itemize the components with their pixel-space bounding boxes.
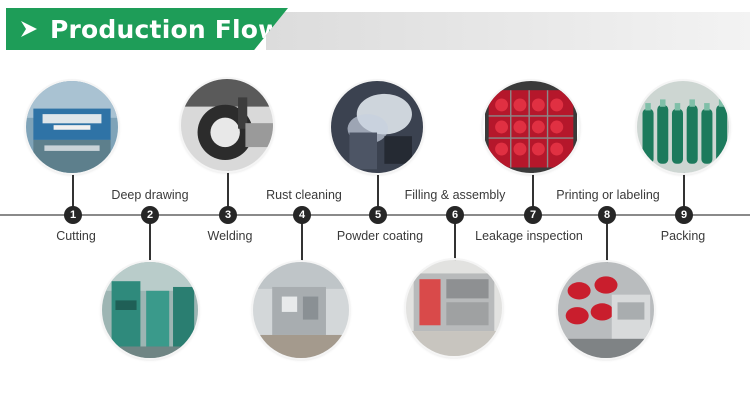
step-label-6: Filling & assembly [404,188,506,202]
page-title: Production Flow [50,14,282,44]
photo-filling-assembly [483,81,579,173]
photo-welding [181,79,273,171]
step-marker-4: 4 [293,206,311,224]
step-label-9: Packing [660,229,706,243]
photo-printing-labeling [558,262,654,358]
connector-step-9 [683,170,685,214]
step-marker-6: 6 [446,206,464,224]
arrow-right-icon [18,18,40,40]
header-banner-title-block: Production Flow [6,8,288,50]
connector-step-2 [149,216,151,268]
connector-step-3 [227,166,229,214]
step-label-4: Rust cleaning [266,188,342,202]
step-marker-1: 1 [64,206,82,224]
connector-step-7 [532,170,534,214]
step-label-1: Cutting [56,229,96,243]
connector-step-8 [606,216,608,266]
connector-step-5 [377,170,379,214]
header-banner: Production Flow [6,8,750,50]
step-label-7: Leakage inspection [475,229,583,243]
photo-packing [637,81,729,173]
photo-powder-coating [331,81,423,173]
connector-step-4 [301,216,303,268]
step-label-2: Deep drawing [111,188,189,202]
step-marker-3: 3 [219,206,237,224]
step-marker-8: 8 [598,206,616,224]
connector-step-6 [454,216,456,268]
photo-deep-drawing [102,262,198,358]
photo-rust-cleaning [253,262,349,358]
step-label-3: Welding [207,229,253,243]
photo-leakage-inspection [406,260,502,356]
photo-cutting [26,81,118,173]
step-marker-2: 2 [141,206,159,224]
header-banner-backdrop [266,12,750,50]
connector-step-1 [72,170,74,214]
step-label-5: Powder coating [336,229,424,243]
step-marker-7: 7 [524,206,542,224]
step-marker-9: 9 [675,206,693,224]
step-marker-5: 5 [369,206,387,224]
step-label-8: Printing or labeling [556,188,660,202]
